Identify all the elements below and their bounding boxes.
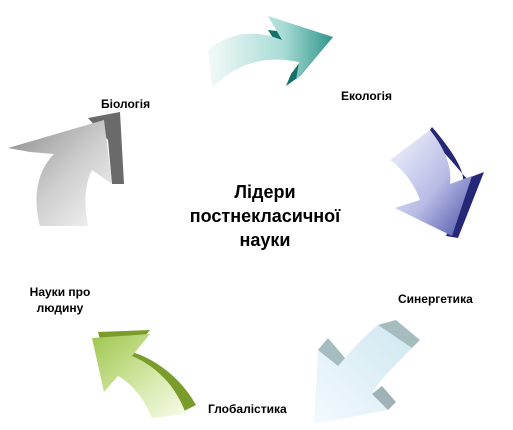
arrow-biology-face [8,120,112,226]
arrow-ecology-face [208,16,333,88]
arrow-globalistics [314,320,420,424]
arrow-ecology [208,16,333,88]
center-title-line-2: постнекласичної [189,206,341,226]
label-human-sciences: Науки про людину [20,284,100,316]
label-human-sciences-line-2: людину [36,301,84,315]
center-title-line-3: науки [239,230,291,250]
arrow-globalistics-side-top [378,320,420,348]
arrow-globalistics-side-right [372,386,396,410]
arrow-synergetics [390,127,484,238]
label-ecology: Екологія [341,89,393,103]
label-globalistics: Глобалістика [208,402,287,416]
arrow-human-sciences-face [92,334,186,418]
arrow-biology [8,112,124,226]
label-synergetics: Синергетика [398,292,473,306]
arrow-globalistics-side-left [318,338,345,366]
center-title-line-1: Лідери [234,182,296,202]
arrow-biology-side [88,112,124,184]
center-title: Лідери постнекласичної науки [165,180,365,252]
label-biology: Біологія [101,97,151,111]
label-human-sciences-line-1: Науки про [29,285,91,299]
arrow-human-sciences [92,330,196,418]
arrow-globalistics-face [314,325,412,424]
arrow-synergetics-face [390,130,472,236]
